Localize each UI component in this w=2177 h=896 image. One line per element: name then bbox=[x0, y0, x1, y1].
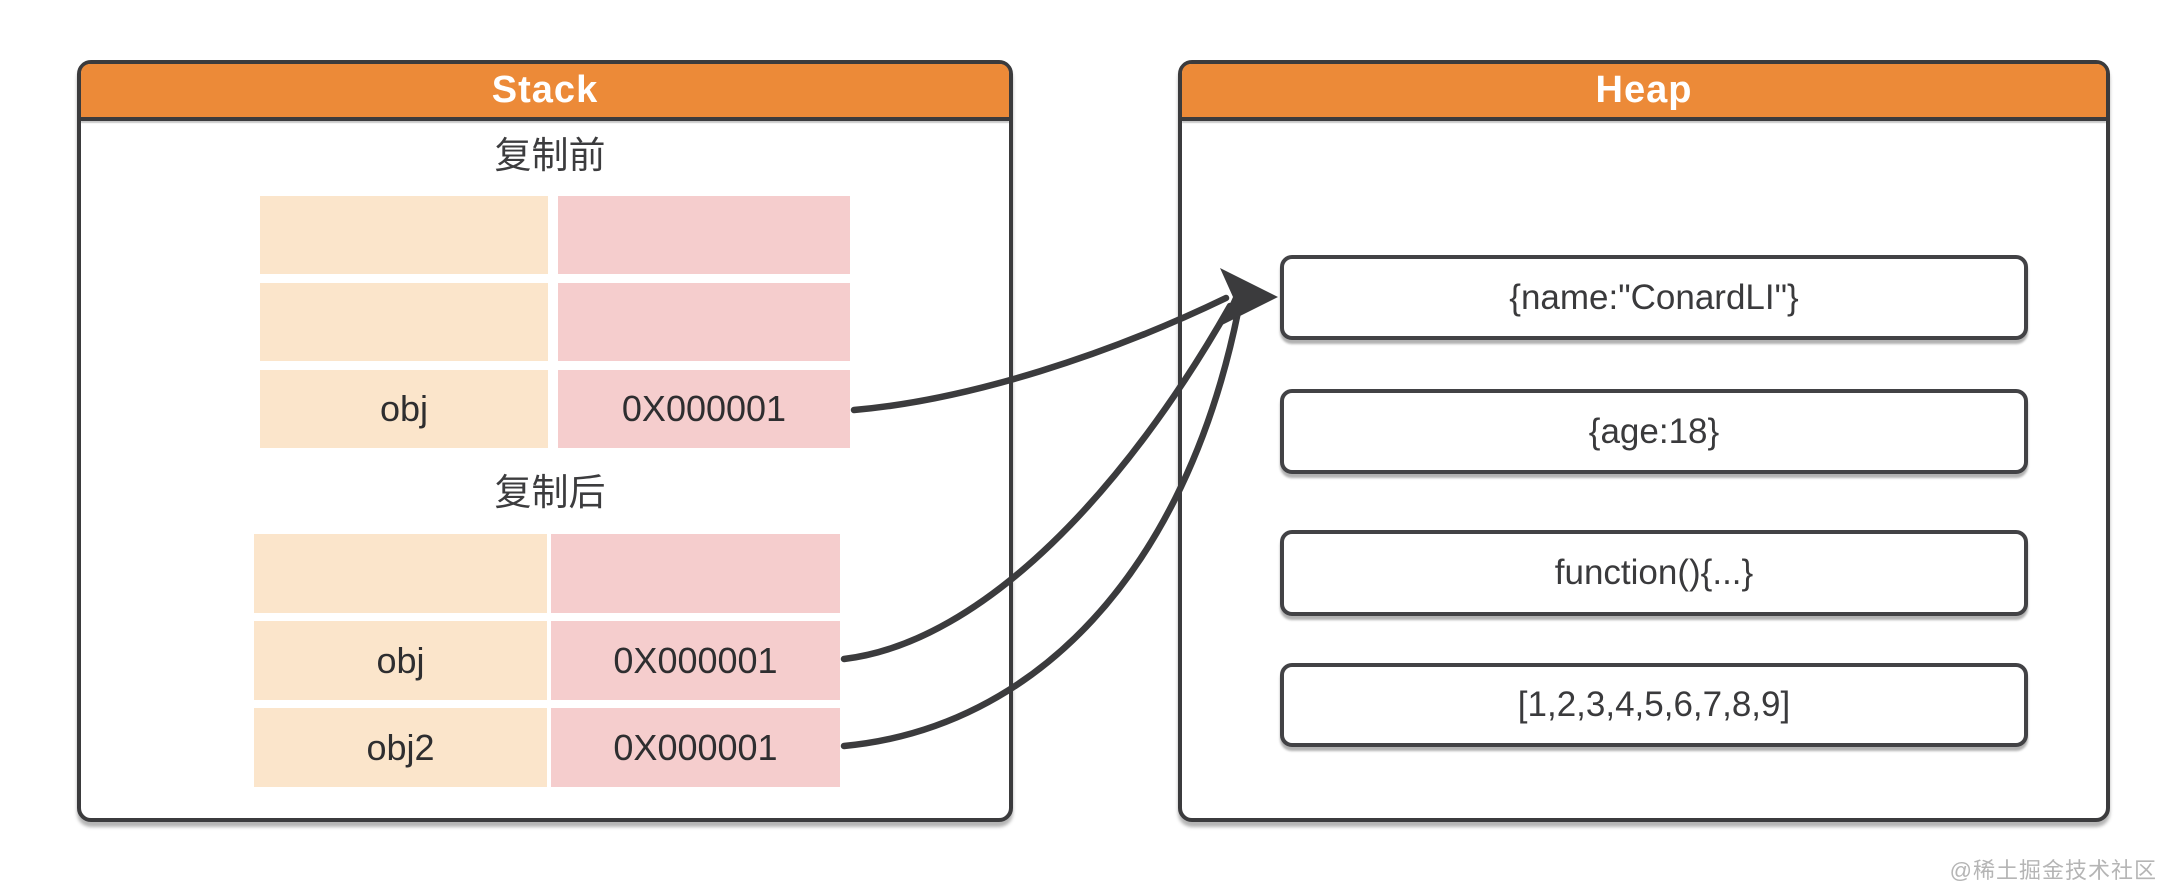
stack-title: Stack bbox=[491, 69, 599, 111]
stack-cell-address bbox=[551, 534, 840, 613]
stack-cell-name bbox=[260, 283, 548, 361]
stack-cell-address-obj2-after: 0X000001 bbox=[551, 708, 840, 787]
heap-object-name-conardli: {name:"ConardLI"} bbox=[1280, 255, 2028, 340]
heap-object-age-18: {age:18} bbox=[1280, 389, 2028, 474]
stack-cell-name bbox=[254, 534, 547, 613]
heap-title: Heap bbox=[1595, 69, 1693, 111]
stack-cell-address-obj-before: 0X000001 bbox=[558, 370, 850, 448]
stack-cell-name-obj2-after: obj2 bbox=[254, 708, 547, 787]
label-after-copy: 复制后 bbox=[494, 472, 606, 513]
stack-cell-address bbox=[558, 196, 850, 274]
heap-object-function: function(){...} bbox=[1280, 530, 2028, 616]
stack-cell-name-obj-before: obj bbox=[260, 370, 548, 448]
stack-cell-address-obj-after: 0X000001 bbox=[551, 621, 840, 700]
stack-cell-name-obj-after: obj bbox=[254, 621, 547, 700]
heap-object-array: [1,2,3,4,5,6,7,8,9] bbox=[1280, 663, 2028, 747]
stack-cell-address bbox=[558, 283, 850, 361]
heap-header: Heap bbox=[1182, 64, 2106, 121]
stack-header: Stack bbox=[81, 64, 1009, 121]
watermark: @稀土掘金技术社区 bbox=[1949, 858, 2157, 883]
stack-cell-name bbox=[260, 196, 548, 274]
label-before-copy: 复制前 bbox=[494, 135, 606, 176]
